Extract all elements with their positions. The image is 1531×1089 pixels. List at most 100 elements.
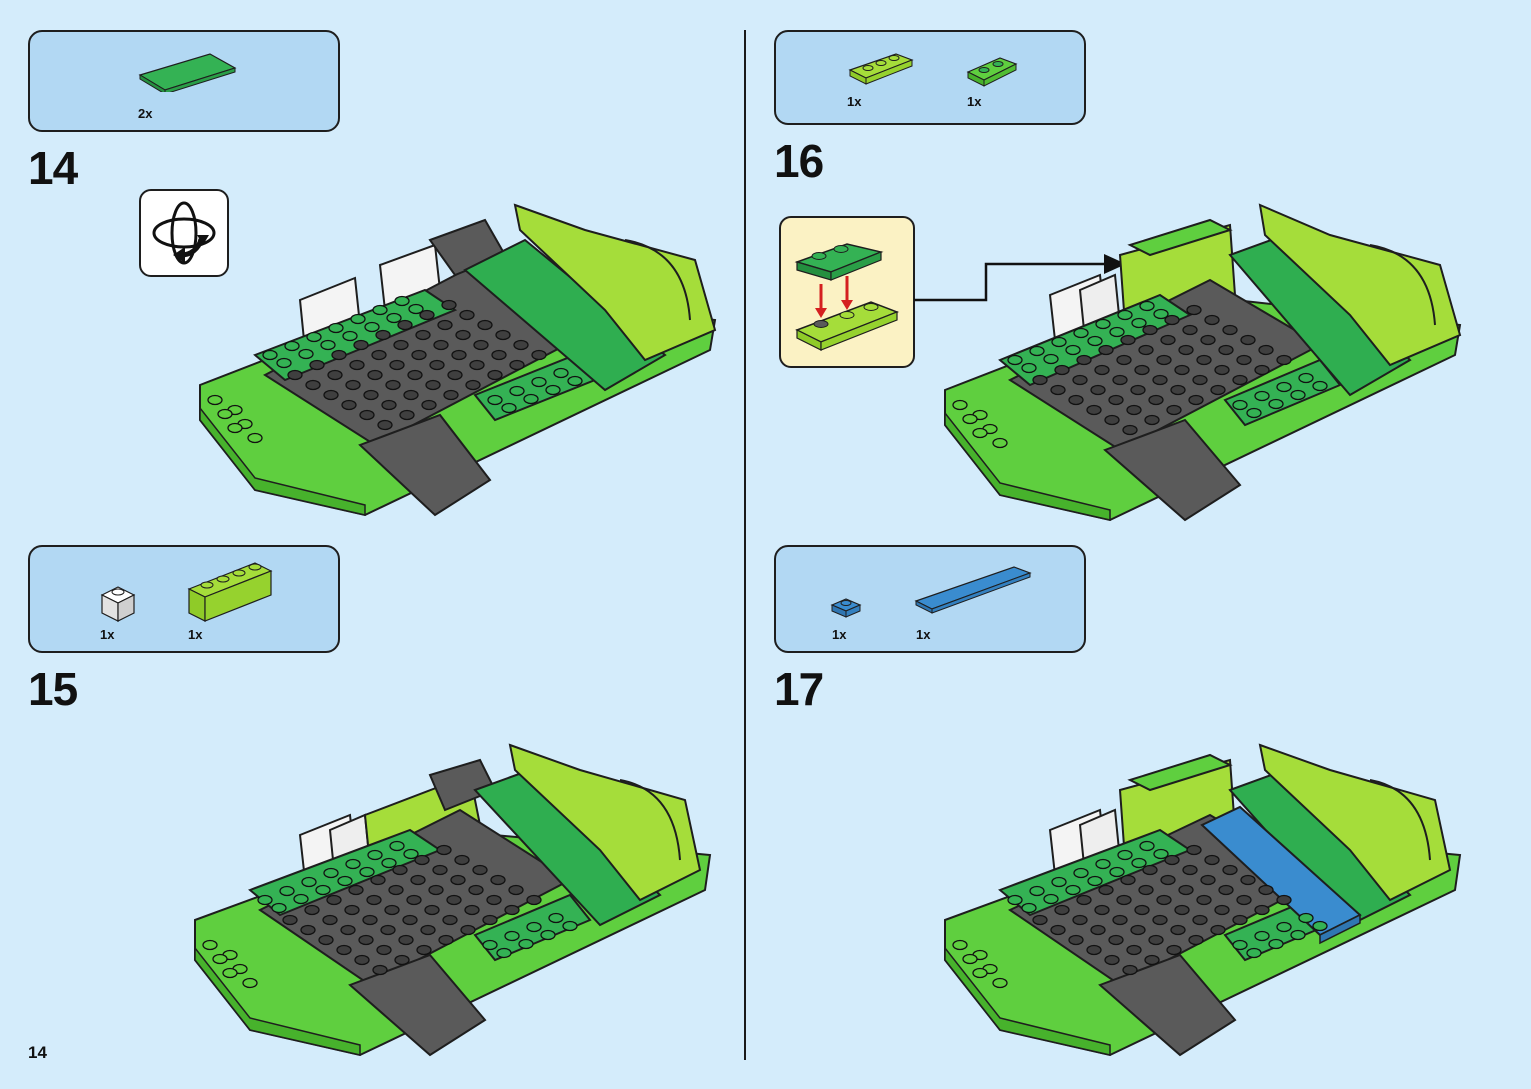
- stud: [1139, 840, 1155, 852]
- stud: [1122, 424, 1138, 436]
- stud: [1076, 894, 1092, 906]
- stud: [1290, 929, 1306, 941]
- stud: [287, 369, 303, 381]
- stud: [403, 848, 419, 860]
- stud: [1087, 335, 1103, 347]
- stud: [1214, 364, 1230, 376]
- stud: [1068, 394, 1084, 406]
- stud: [293, 893, 309, 905]
- stud: [567, 375, 583, 387]
- stud: [1200, 874, 1216, 886]
- stud: [408, 303, 424, 315]
- step-number: 15: [28, 663, 78, 715]
- stud: [420, 924, 436, 936]
- stud: [504, 904, 520, 916]
- stud: [1116, 354, 1132, 366]
- stud: [428, 884, 444, 896]
- stud: [1268, 398, 1284, 410]
- stud: [394, 295, 410, 307]
- stud: [372, 964, 388, 976]
- stud: [1104, 954, 1120, 966]
- stud: [1258, 884, 1274, 896]
- stud: [1186, 304, 1202, 316]
- stud: [509, 385, 525, 397]
- stud: [1174, 904, 1190, 916]
- stud: [1050, 384, 1066, 396]
- stud: [217, 408, 233, 420]
- stud: [284, 340, 300, 352]
- stud: [399, 409, 415, 421]
- stud: [1210, 924, 1226, 936]
- stud: [1240, 334, 1256, 346]
- stud: [992, 437, 1008, 449]
- studs-layer: [202, 840, 578, 989]
- stud: [1134, 364, 1150, 376]
- stud: [1050, 924, 1066, 936]
- stud: [468, 884, 484, 896]
- stud: [1142, 864, 1158, 876]
- stud: [454, 854, 470, 866]
- stud: [350, 313, 366, 325]
- sub-assembly-callout: [779, 216, 915, 368]
- stud: [328, 322, 344, 334]
- blue-plate-part-icon: [830, 598, 862, 618]
- stud: [1164, 314, 1180, 326]
- stud: [1152, 914, 1168, 926]
- stud: [1120, 874, 1136, 886]
- stud: [344, 904, 360, 916]
- stud: [482, 939, 498, 951]
- stud: [465, 379, 481, 391]
- stud: [523, 393, 539, 405]
- stud: [1178, 884, 1194, 896]
- stud: [952, 939, 968, 951]
- stud: [1254, 930, 1270, 942]
- stud: [518, 938, 534, 950]
- stud: [548, 912, 564, 924]
- stud: [1087, 875, 1103, 887]
- stud: [545, 384, 561, 396]
- stud: [384, 904, 400, 916]
- part-qty: 2x: [138, 106, 153, 121]
- stud: [1236, 354, 1252, 366]
- stud: [1254, 390, 1270, 402]
- stud: [1068, 934, 1084, 946]
- stud: [345, 858, 361, 870]
- stud: [1090, 924, 1106, 936]
- stud: [341, 399, 357, 411]
- stud: [416, 944, 432, 956]
- stud: [1032, 914, 1048, 926]
- stud: [425, 379, 441, 391]
- stud: [460, 924, 476, 936]
- stud: [212, 953, 228, 965]
- stud: [1098, 344, 1114, 356]
- stud: [326, 894, 342, 906]
- stud: [487, 369, 503, 381]
- stud: [227, 422, 243, 434]
- stud: [1029, 885, 1045, 897]
- part-qty: 1x: [847, 94, 862, 109]
- stud: [526, 894, 542, 906]
- stud: [1007, 354, 1023, 366]
- stud: [495, 329, 511, 341]
- stud: [1144, 414, 1160, 426]
- stud: [348, 884, 364, 896]
- stud: [1073, 327, 1089, 339]
- model-illustration-step-16: [940, 195, 1470, 525]
- stud: [1117, 849, 1133, 861]
- model-illustration-step-15: [190, 735, 720, 1065]
- stud: [388, 884, 404, 896]
- stud: [301, 876, 317, 888]
- stud: [1240, 874, 1256, 886]
- stud: [407, 369, 423, 381]
- stud: [1021, 902, 1037, 914]
- stud: [1007, 894, 1023, 906]
- stud: [496, 947, 512, 959]
- stud: [1218, 344, 1234, 356]
- stud: [1144, 954, 1160, 966]
- stud: [513, 339, 529, 351]
- stud: [304, 904, 320, 916]
- stud: [410, 874, 426, 886]
- stud: [376, 944, 392, 956]
- stud: [450, 874, 466, 886]
- stud: [411, 349, 427, 361]
